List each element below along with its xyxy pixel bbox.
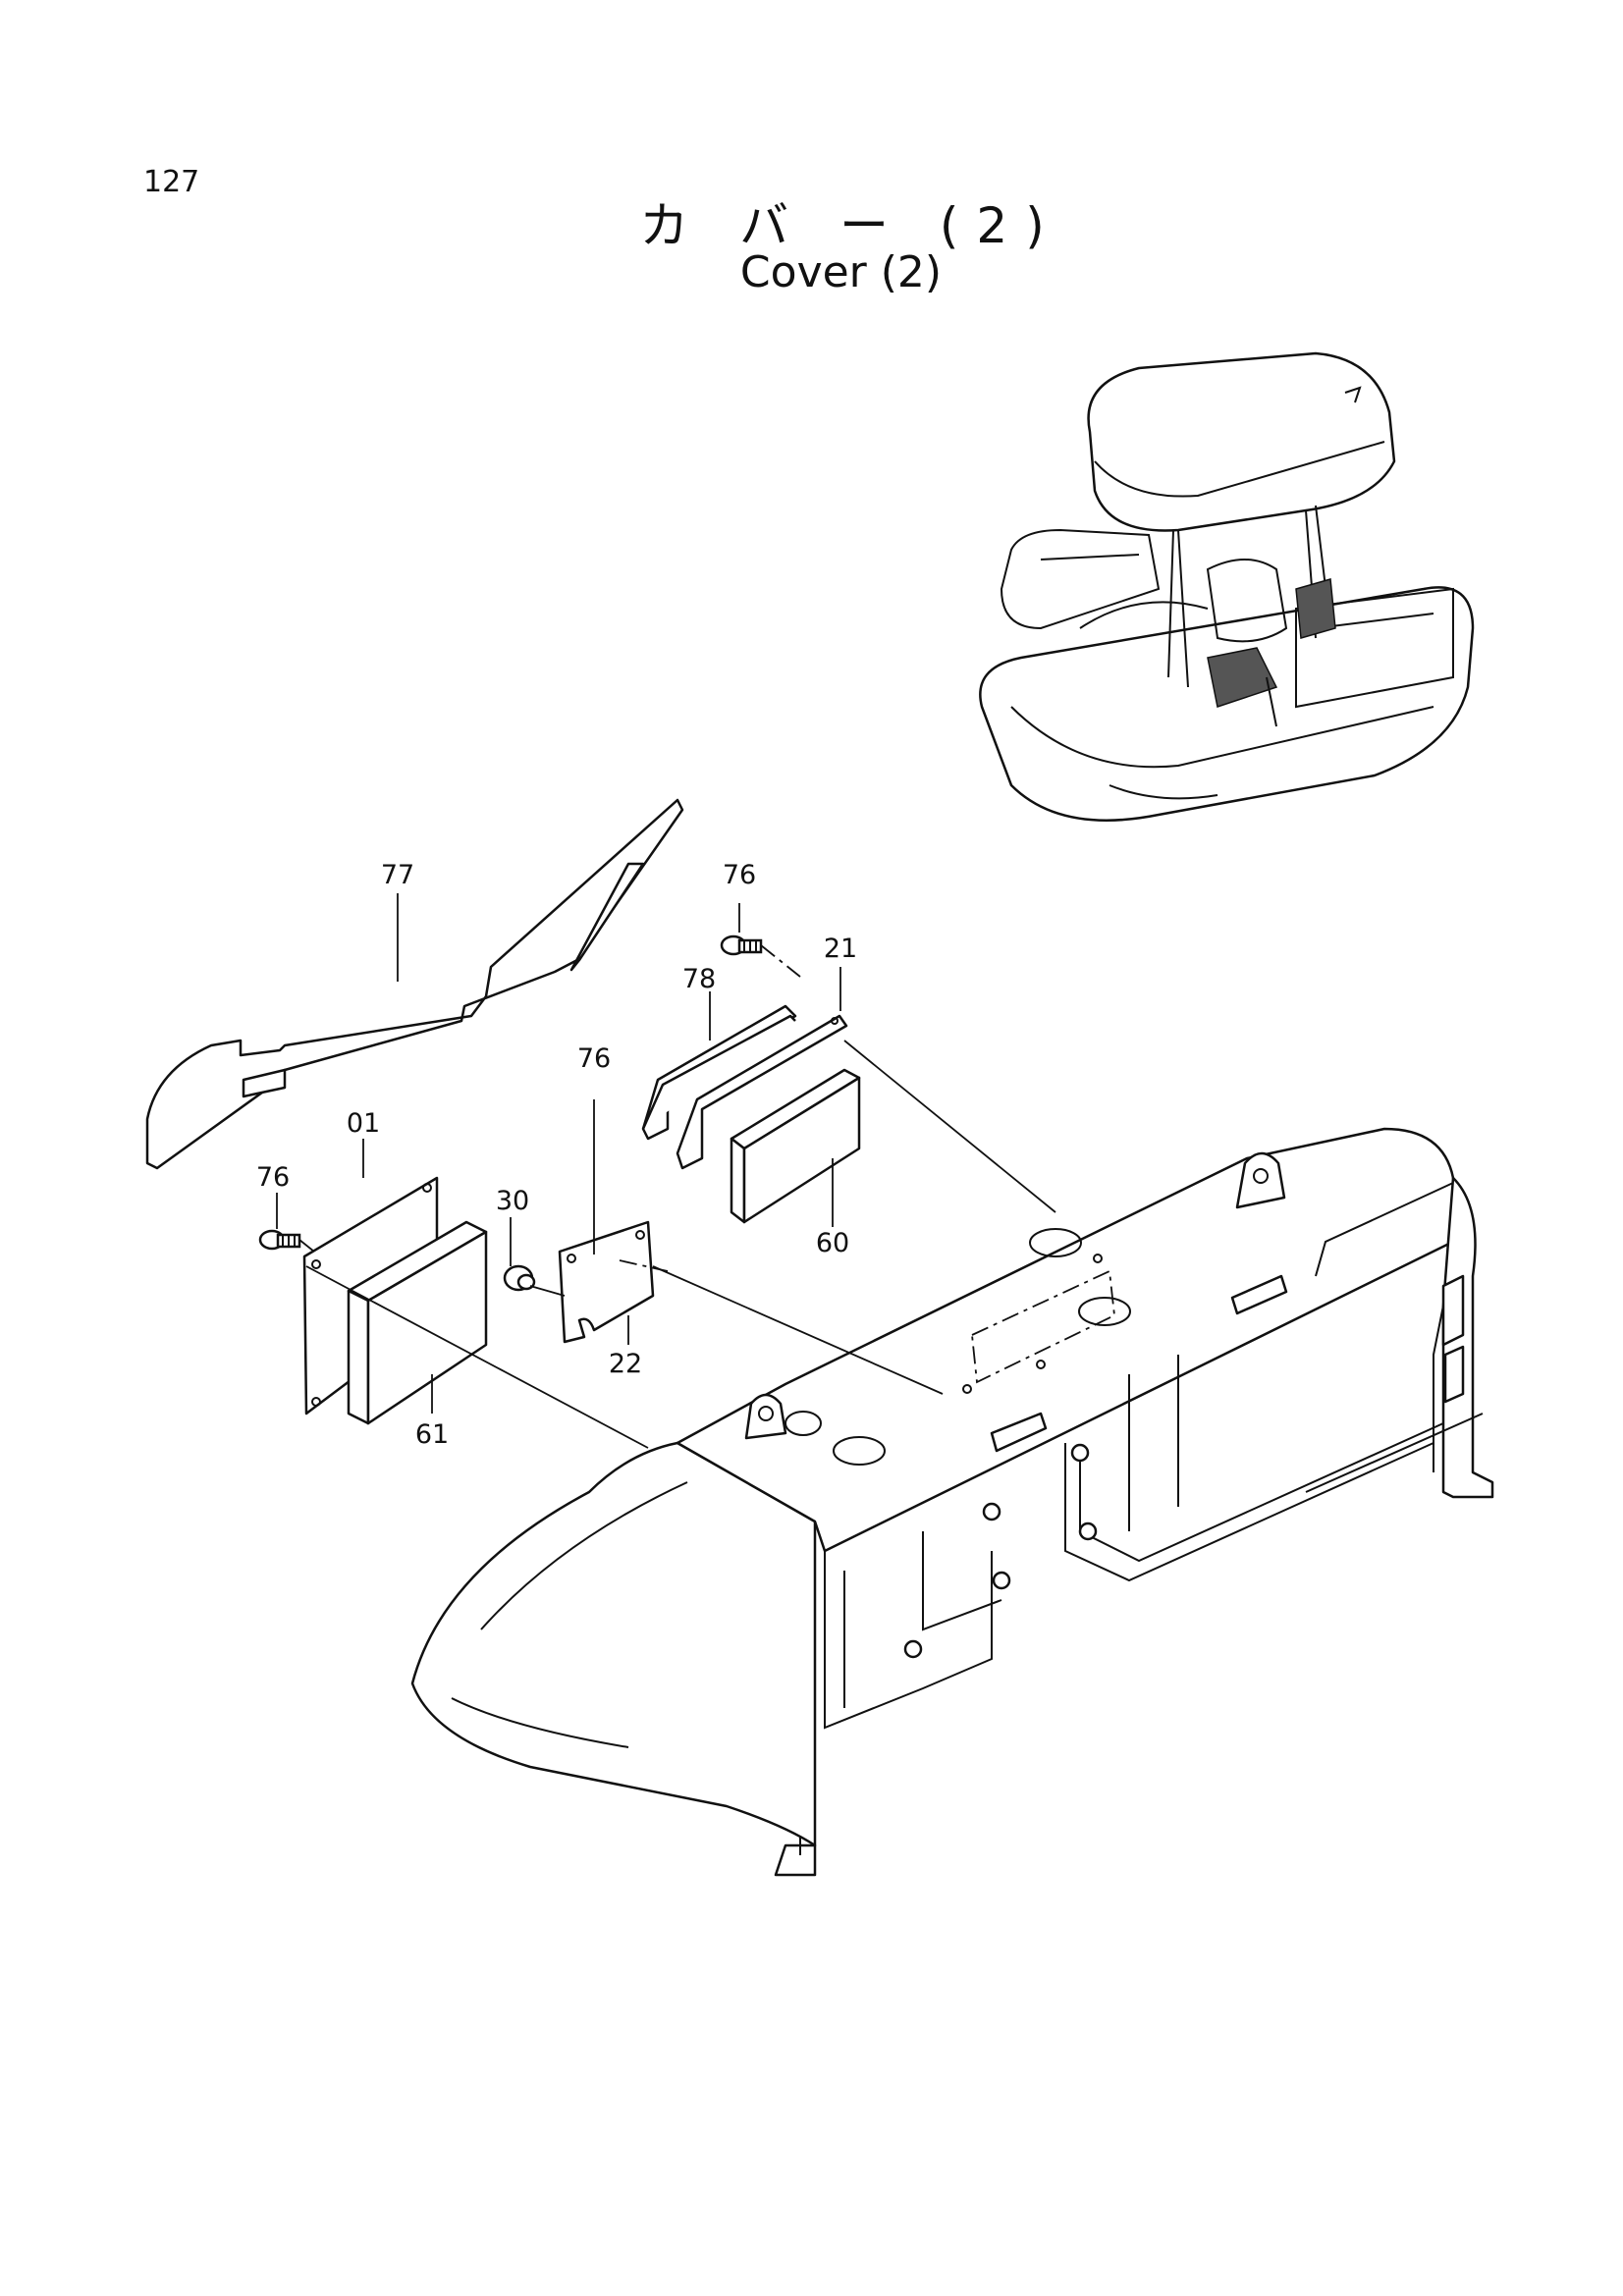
callout-01: 01 [347,1108,380,1139]
part-61-pad [347,1220,488,1425]
callout-21: 21 [824,934,857,964]
callout-76-middle: 76 [577,1043,611,1074]
part-78-plate [641,1004,797,1141]
part-30-grommet [503,1264,536,1292]
part-76-bolt-right [720,934,763,956]
part-21-plate [676,1014,848,1170]
page-title-english: Cover (2) [739,247,943,297]
main-floor-frame [410,1127,1494,1877]
callout-76-right: 76 [723,860,756,890]
callout-labels: 77 76 21 78 76 01 76 30 60 22 61 [256,860,857,1450]
part-22-plate [558,1220,655,1344]
part-77-cover-plate [145,798,684,1170]
leader-lines [276,893,1056,1449]
callout-77: 77 [381,860,414,890]
part-60-pad [730,1068,861,1224]
callout-61: 61 [415,1419,449,1450]
callout-22: 22 [609,1349,642,1379]
machine-overview-illustration [979,351,1475,822]
page-number: 127 [143,165,200,199]
callout-78: 78 [682,964,716,994]
part-76-bolt-left [258,1229,301,1251]
callout-60: 60 [816,1228,849,1258]
page-title-japanese: カ バ ー (2) [639,197,1062,254]
callout-30: 30 [496,1186,529,1216]
callout-76-left: 76 [256,1162,290,1193]
